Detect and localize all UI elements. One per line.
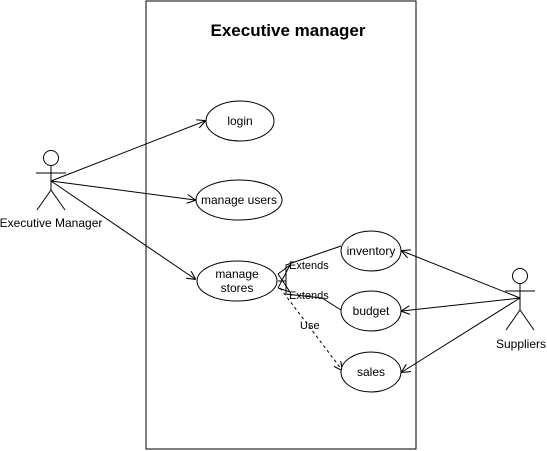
use-case-sales[interactable] [340, 351, 402, 393]
use-case-manage-stores-label-line2: stores [221, 281, 254, 295]
extends-label-budget: Extends [289, 290, 329, 302]
extends-relation-budget [277, 273, 342, 311]
use-case-login[interactable] [205, 100, 275, 142]
executive-manager-actor[interactable] [36, 150, 66, 211]
system-title: Executive manager [211, 21, 366, 40]
use-case-sales-label: sales [357, 365, 385, 379]
use-case-budget-label: budget [353, 304, 390, 318]
executive-manager-label: Executive Manager [0, 216, 102, 230]
use-case-manage-users-label: manage users [201, 193, 277, 207]
use-case-budget[interactable] [340, 290, 402, 332]
association-suppliers-budget [402, 297, 521, 311]
association-em-manage-stores [50, 180, 195, 279]
use-case-manage-stores[interactable] [196, 260, 278, 302]
extends-label-inventory: Extends [289, 260, 329, 272]
use-case-manage-users[interactable] [195, 179, 283, 221]
use-label-sales: Use [300, 320, 320, 332]
association-suppliers-sales [402, 297, 521, 372]
association-em-manage-users [50, 180, 195, 200]
association-suppliers-inventory [402, 251, 521, 299]
association-em-login [50, 121, 205, 182]
use-case-inventory[interactable] [340, 230, 402, 272]
use-case-login-label: login [227, 114, 252, 128]
use-case-manage-stores-label-line1: manage [215, 267, 259, 281]
use-case-inventory-label: inventory [347, 244, 396, 258]
use-relation-sales [279, 287, 342, 370]
suppliers-actor[interactable] [505, 268, 535, 331]
suppliers-label: Suppliers [496, 337, 546, 351]
